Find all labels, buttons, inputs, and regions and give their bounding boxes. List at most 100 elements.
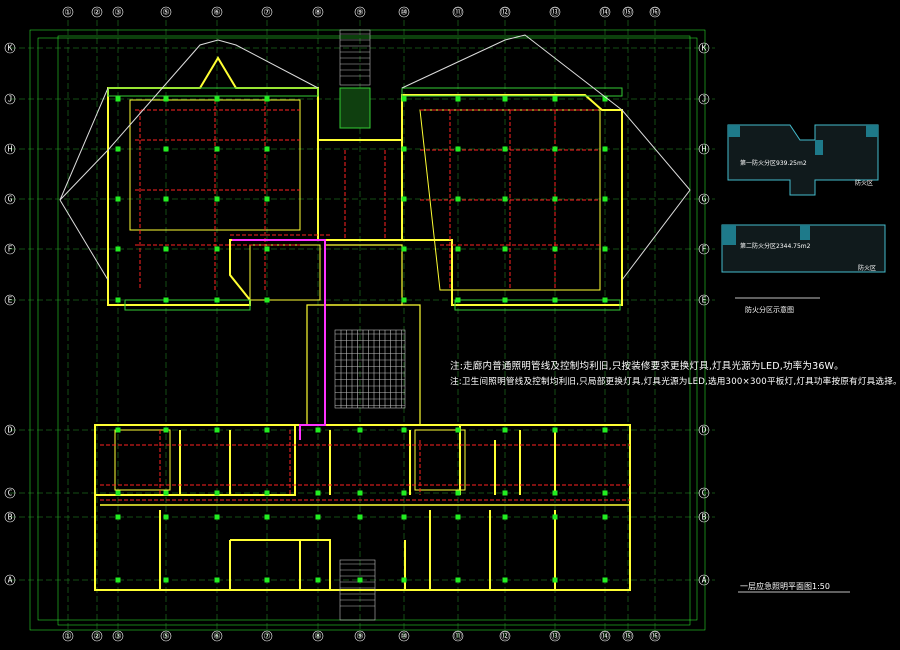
- light-fixture: [602, 427, 608, 433]
- light-fixture: [502, 146, 508, 152]
- row-axis-label: D: [8, 426, 13, 435]
- column-axis-label: ②: [93, 632, 100, 641]
- light-fixture: [264, 490, 270, 496]
- column-axis-label: ⑦: [263, 8, 270, 17]
- row-axis-label: F: [8, 245, 13, 254]
- column-axis-label: ①: [64, 632, 71, 641]
- building-walls: [94, 56, 631, 591]
- column-axis-label: ⑧: [314, 632, 321, 641]
- column-axis-bubble: [211, 630, 223, 642]
- light-fixture: [455, 246, 461, 252]
- light-fixture: [502, 246, 508, 252]
- row-axis-label: F: [702, 245, 707, 254]
- light-fixture: [264, 514, 270, 520]
- column-axis-bubble: [622, 630, 634, 642]
- light-fixture: [115, 96, 121, 102]
- row-axis-label: C: [8, 489, 13, 498]
- light-fixture: [502, 297, 508, 303]
- column-axis-bubble: [649, 6, 661, 18]
- column-axis-label: ⑮: [624, 632, 632, 641]
- light-fixture: [163, 577, 169, 583]
- column-axis-label: ①: [64, 8, 71, 17]
- light-fixture: [455, 514, 461, 520]
- light-fixture: [264, 577, 270, 583]
- column-axis-bubble: [499, 630, 511, 642]
- column-axis-bubble: [398, 6, 410, 18]
- light-fixture: [214, 146, 220, 152]
- note-corridor-lighting: 注:走廊内普通照明管线及控制均利旧,只按装修要求更换灯具,灯具光源为LED,功率…: [450, 361, 844, 372]
- light-fixture: [163, 427, 169, 433]
- column-axis-bubble: [452, 6, 464, 18]
- light-fixture: [115, 246, 121, 252]
- light-fixture: [115, 514, 121, 520]
- light-fixture: [552, 490, 558, 496]
- light-fixture: [401, 297, 407, 303]
- row-axis-bubble: [4, 511, 16, 523]
- green-corridor-hatch: [107, 87, 623, 311]
- light-fixture: [552, 514, 558, 520]
- light-fixture: [502, 514, 508, 520]
- row-axis-label: A: [8, 576, 13, 585]
- light-fixture: [602, 514, 608, 520]
- light-fixture: [502, 490, 508, 496]
- row-axis-label: E: [8, 296, 13, 305]
- light-fixture: [552, 146, 558, 152]
- light-fixture: [115, 196, 121, 202]
- column-axis-bubble: [599, 6, 611, 18]
- column-axis-bubble: [62, 630, 74, 642]
- light-fixture: [502, 577, 508, 583]
- light-fixture: [214, 196, 220, 202]
- column-axis-label: ③: [114, 8, 121, 17]
- light-fixture: [115, 297, 121, 303]
- fire-compartment-key-plan: 第一防火分区939.25m2 第二防火分区2344.75m2 防火区 防火区 防…: [721, 124, 886, 314]
- row-axis-bubble: [4, 93, 16, 105]
- row-axis-label: J: [702, 95, 707, 104]
- column-axis-label: ⑥: [213, 632, 220, 641]
- light-fixture: [214, 246, 220, 252]
- light-fixture: [357, 490, 363, 496]
- row-axis-bubble: [698, 93, 710, 105]
- column-axis-label: ⑫: [501, 8, 509, 17]
- column-axis-label: ⑦: [263, 632, 270, 641]
- key-plan-area-1-label: 第一防火分区939.25m2: [740, 159, 807, 167]
- column-axis-bubble: [160, 630, 172, 642]
- column-axis-label: ⑯: [651, 8, 659, 17]
- row-axis-label: D: [702, 426, 707, 435]
- row-axis-bubble: [4, 424, 16, 436]
- row-axis-bubble: [698, 511, 710, 523]
- row-axis-label: K: [8, 44, 13, 53]
- light-fixture: [214, 427, 220, 433]
- row-axis-bubble: [698, 243, 710, 255]
- column-axis-bubble: [261, 630, 273, 642]
- column-axis-bubble: [112, 6, 124, 18]
- row-axis-label: H: [702, 145, 707, 154]
- row-axis-bubble: [4, 42, 16, 54]
- light-fixture: [455, 146, 461, 152]
- light-fixture: [401, 246, 407, 252]
- column-axis-bubble: [91, 6, 103, 18]
- key-plan-tag-2: 防火区: [858, 264, 876, 272]
- light-fixture: [163, 514, 169, 520]
- column-axis-label: ⑨: [356, 8, 363, 17]
- key-plan-area-2-label: 第二防火分区2344.75m2: [740, 242, 811, 250]
- row-axis-bubble: [4, 574, 16, 586]
- column-axis-label: ③: [114, 632, 121, 641]
- light-fixture: [214, 96, 220, 102]
- light-fixture: [552, 246, 558, 252]
- light-fixture: [502, 196, 508, 202]
- light-fixture: [214, 490, 220, 496]
- column-axis-label: ⑭: [601, 632, 609, 641]
- light-fixture: [315, 427, 321, 433]
- light-fixture: [315, 490, 321, 496]
- column-axis-bubble: [354, 630, 366, 642]
- row-axis-label: H: [8, 145, 13, 154]
- light-fixture: [115, 490, 121, 496]
- light-fixture: [163, 196, 169, 202]
- row-axis-label: J: [8, 95, 13, 104]
- column-axis-bubble: [398, 630, 410, 642]
- key-plan-caption: 防火分区示意图: [745, 305, 794, 314]
- light-fixture: [602, 297, 608, 303]
- light-fixture: [163, 246, 169, 252]
- column-axis-label: ⑭: [601, 8, 609, 17]
- row-axis-label: E: [702, 296, 707, 305]
